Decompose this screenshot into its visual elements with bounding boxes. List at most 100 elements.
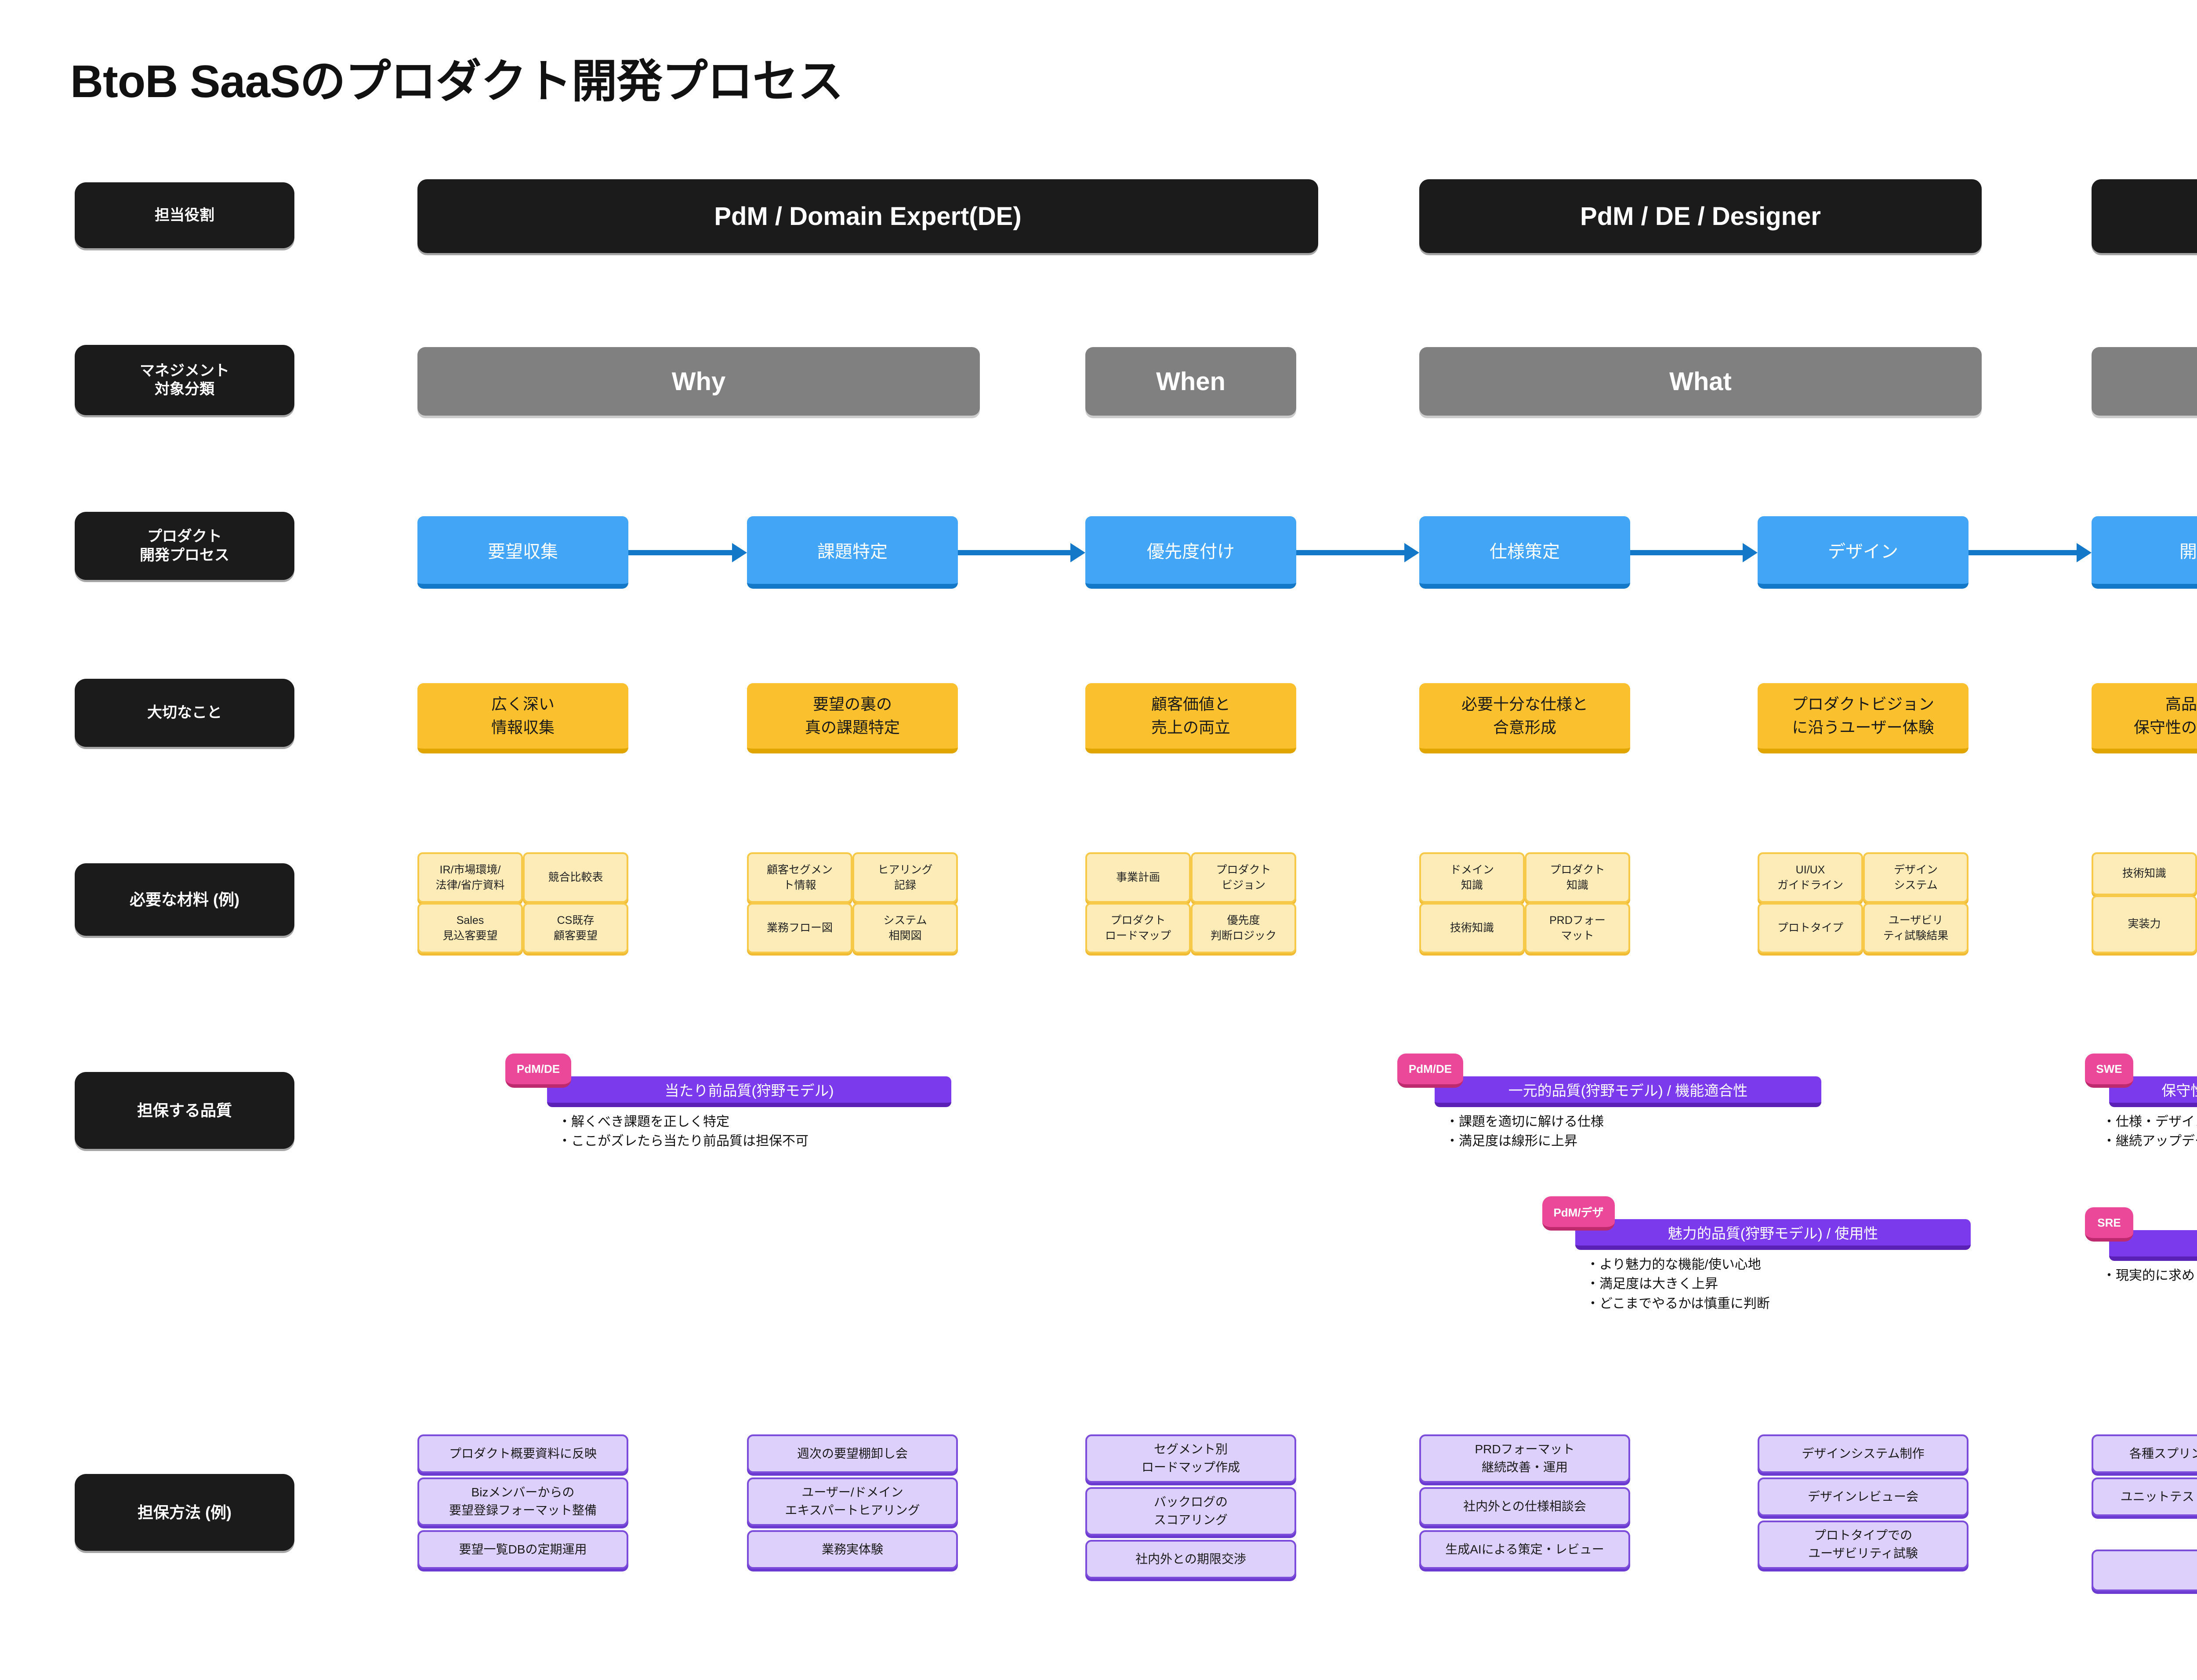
material-cell: 顧客セグメント情報	[747, 852, 852, 903]
quality-bullet: ・解くべき課題を正しく特定	[558, 1115, 729, 1129]
role-header-1: PdM / Domain Expert(DE)	[417, 179, 1318, 253]
quality-title-bar[interactable]: 保守性/性能効率性/互換性 SWE	[2085, 1054, 2197, 1107]
process-step-label: 仕様策定	[1490, 542, 1560, 561]
important-item-6: 高品質で保守性の高い実装	[2092, 683, 2197, 753]
arrow-head-icon	[2077, 543, 2092, 562]
material-cell: ユーザビリティ試験結果	[1863, 903, 1969, 953]
quality-bullet-list: ・現実的に求められる非機能要件を考慮する	[2103, 1266, 2197, 1285]
process-step-5[interactable]: デザイン	[1758, 516, 1969, 589]
row-label-role: 担当役割	[75, 182, 294, 248]
method-cell: 社内外との期限交渉	[1085, 1540, 1296, 1579]
arrow-shaft	[1630, 550, 1743, 555]
material-cell: 実装力	[2092, 895, 2197, 953]
material-cell: デザインシステム	[1863, 852, 1969, 903]
process-step-label: 課題特定	[817, 542, 888, 561]
process-step-1[interactable]: 要望収集	[417, 516, 628, 589]
row-label-quality: 担保する品質	[75, 1072, 294, 1149]
quality-role-badge-label: PdM/デザ	[1553, 1206, 1604, 1219]
management-bar-1: Why	[417, 347, 980, 416]
quality-bullet: ・現実的に求められる非機能要件を考慮する	[2103, 1268, 2197, 1283]
method-cell: 生成AIによる策定・レビュー	[1419, 1530, 1630, 1569]
material-cell: 技術知識	[2092, 852, 2197, 895]
management-bar-label: What	[1669, 367, 1732, 396]
material-cell: IR/市場環境/法律/省庁資料	[417, 852, 523, 903]
quality-title: 当たり前品質(狩野モデル)	[664, 1083, 834, 1099]
quality-role-badge-label: PdM/DE	[516, 1062, 560, 1075]
row-label-text: 大切なこと	[147, 704, 222, 721]
arrow-shaft	[958, 550, 1070, 555]
role-header-2: PdM / DE / Designer	[1419, 179, 1982, 253]
material-cell: ドメイン知識	[1419, 852, 1525, 903]
material-cell: PRDフォーマット	[1525, 903, 1630, 953]
quality-title: 一元的品質(狩野モデル) / 機能適合性	[1508, 1083, 1748, 1099]
material-cell: プロダクトロードマップ	[1085, 903, 1191, 953]
quality-title: 魅力的品質(狩野モデル) / 使用性	[1668, 1225, 1878, 1242]
row-label-process: プロダクト開発プロセス	[75, 512, 294, 580]
material-cell: プロダクト知識	[1525, 852, 1630, 903]
management-bar-3: What	[1419, 347, 1982, 416]
important-item-3: 顧客価値と売上の両立	[1085, 683, 1296, 753]
row-label-materials: 必要な材料 (例)	[75, 863, 294, 936]
important-item-5: プロダクトビジョンに沿うユーザー体験	[1758, 683, 1969, 753]
quality-title-bar[interactable]: 魅力的品質(狩野モデル) / 使用性 PdM/デザ	[1542, 1196, 1971, 1250]
management-bar-4: How	[2092, 347, 2197, 416]
method-cell: デザインレビュー会	[1758, 1477, 1969, 1516]
process-step-3[interactable]: 優先度付け	[1085, 516, 1296, 589]
quality-title-bar[interactable]: 当たり前品質(狩野モデル) PdM/DE	[505, 1054, 951, 1107]
important-line1: 顧客価値と	[1151, 695, 1230, 713]
quality-bullet: ・ここがズレたら当たり前品質は担保不可	[558, 1134, 808, 1149]
important-line2: 売上の両立	[1151, 718, 1230, 736]
method-cell: セグメント別ロードマップ作成	[1085, 1434, 1296, 1483]
method-cell: プロトタイプでのユーザビリティ試験	[1758, 1521, 1969, 1569]
process-step-4[interactable]: 仕様策定	[1419, 516, 1630, 589]
method-cell: 業務実体験	[747, 1530, 958, 1569]
method-cell: 週次の要望棚卸し会	[747, 1434, 958, 1473]
row-label-line2: 対象分類	[155, 381, 214, 398]
material-group-2: 顧客セグメント情報ヒアリング記録業務フロー図システム相関図	[747, 852, 958, 953]
quality-bullet: ・課題を適切に解ける仕様	[1446, 1115, 1604, 1129]
method-cell-wide: CI/CD構築 / 脆弱性診断 / パフォーマンステスト...	[2092, 1550, 2197, 1591]
management-bar-label: When	[1156, 367, 1225, 396]
quality-role-badge: SWE	[2085, 1054, 2133, 1088]
quality-bullet: ・継続アップデートを見据える	[2103, 1134, 2197, 1149]
method-cell: 社内外との仕様相談会	[1419, 1487, 1630, 1526]
arrow-head-icon	[1743, 543, 1758, 562]
quality-role-badge-label: SWE	[2096, 1062, 2122, 1075]
quality-group-3: 保守性/性能効率性/互換性SWE・仕様・デザインを正確に実現・継続アップデートを…	[2085, 1054, 2197, 1151]
row-label-text: 担保方法 (例)	[138, 1503, 232, 1521]
method-cell: プロダクト概要資料に反映	[417, 1434, 628, 1473]
material-cell: 技術知識	[1419, 903, 1525, 953]
material-group-3: 事業計画プロダクトビジョンプロダクトロードマップ優先度判断ロジック	[1085, 852, 1296, 953]
quality-title: 保守性/性能効率性/互換性	[2161, 1083, 2197, 1099]
row-label-method: 担保方法 (例)	[75, 1474, 294, 1551]
material-cell: 事業計画	[1085, 852, 1191, 903]
important-line1: 高品質で	[2165, 695, 2197, 713]
quality-role-badge-label: SRE	[2097, 1216, 2121, 1229]
quality-group-2: 一元的品質(狩野モデル) / 機能適合性 PdM/DE ・課題を適切に解ける仕様・満…	[1397, 1054, 1821, 1151]
material-cell: 優先度判断ロジック	[1191, 903, 1296, 953]
method-group-2: 週次の要望棚卸し会ユーザー/ドメインエキスパートヒアリング業務実体験	[747, 1434, 958, 1569]
important-item-4: 必要十分な仕様と合意形成	[1419, 683, 1630, 753]
method-cell: ユーザー/ドメインエキスパートヒアリング	[747, 1477, 958, 1526]
method-group-3: セグメント別ロードマップ作成バックログのスコアリング社内外との期限交渉	[1085, 1434, 1296, 1579]
arrow-head-icon	[1070, 543, 1085, 562]
important-line1: 広く深い	[491, 695, 555, 713]
process-step-2[interactable]: 課題特定	[747, 516, 958, 589]
quality-title-bar[interactable]: 一元的品質(狩野モデル) / 機能適合性 PdM/DE	[1397, 1054, 1821, 1107]
important-line2: 情報収集	[491, 718, 555, 736]
quality-bullet-list: ・課題を適切に解ける仕様・満足度は線形に上昇	[1446, 1112, 1821, 1151]
quality-group-6: 信頼性/セキュリティ/移植性SRE ・現実的に求められる非機能要件を考慮する	[2085, 1207, 2197, 1285]
quality-title-bar[interactable]: 信頼性/セキュリティ/移植性SRE	[2085, 1207, 2197, 1261]
quality-group-1: 当たり前品質(狩野モデル) PdM/DE ・解くべき課題を正しく特定・ここがズレたら…	[505, 1054, 951, 1151]
quality-role-badge: PdM/DE	[1397, 1054, 1463, 1088]
important-line1: プロダクトビジョン	[1791, 695, 1934, 713]
method-cell: バックログのスコアリング	[1085, 1487, 1296, 1535]
process-step-6[interactable]: 開発	[2092, 516, 2197, 589]
material-cell: システム相関図	[852, 903, 958, 953]
